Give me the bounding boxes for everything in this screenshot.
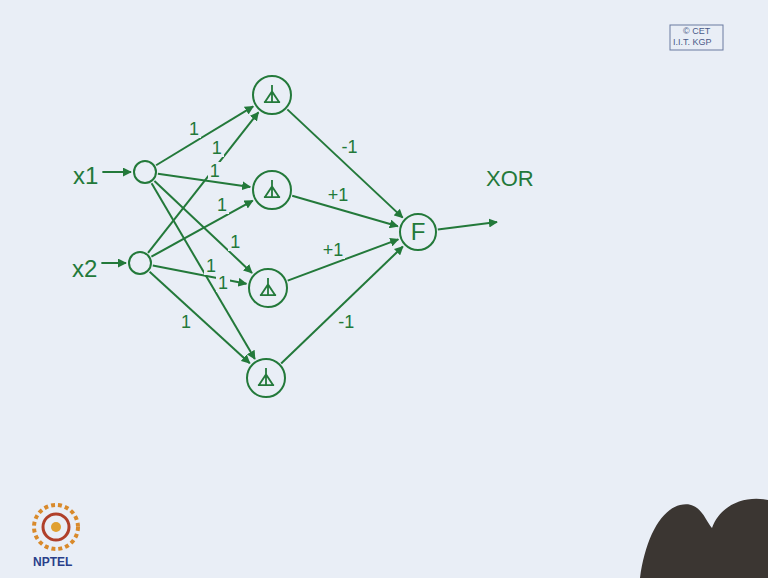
hand-shadow — [640, 499, 768, 578]
weight-connection — [153, 265, 247, 283]
activation-symbol — [254, 172, 290, 208]
output-arrow — [438, 222, 497, 229]
weight-label: 1 — [215, 196, 229, 214]
weight-label: +1 — [321, 241, 346, 259]
weight-connection — [148, 112, 258, 252]
node-label: F — [411, 220, 426, 244]
weight-label: -1 — [339, 138, 359, 156]
watermark: I.I.T. KGP — [673, 38, 712, 47]
neuron-circle — [246, 358, 286, 398]
neuron-circle — [248, 268, 288, 308]
weight-label: 1 — [204, 257, 218, 275]
output-label: XOR — [486, 168, 534, 190]
weight-connection — [281, 247, 403, 364]
activation-symbol — [250, 270, 286, 306]
neuron-circle — [252, 170, 292, 210]
input-arrow — [101, 262, 126, 264]
watermark-frame — [670, 25, 723, 50]
weight-label: 1 — [228, 233, 242, 251]
input-neuron: x2 — [128, 251, 152, 275]
weight-label: -1 — [336, 313, 356, 331]
nptel-logo — [34, 505, 78, 549]
weight-connection — [156, 106, 253, 165]
weight-label: 1 — [208, 162, 222, 180]
weight-connection — [288, 239, 399, 280]
weight-connection — [151, 201, 252, 257]
weight-label: 1 — [179, 313, 193, 331]
weight-connection — [287, 109, 402, 217]
neuron-circle — [252, 75, 292, 115]
input-neuron: x1 — [133, 160, 157, 184]
weight-connection — [152, 183, 255, 359]
weight-label: 1 — [187, 120, 201, 138]
input-label: x2 — [72, 257, 97, 281]
weight-connection — [150, 272, 250, 363]
input-label: x1 — [73, 164, 98, 188]
logo-text: NPTEL — [33, 556, 72, 568]
watermark: © CET — [683, 27, 710, 36]
activation-symbol — [254, 77, 290, 113]
weight-label: +1 — [326, 186, 351, 204]
activation-symbol — [248, 360, 284, 396]
input-arrow — [102, 171, 131, 173]
output-neuron: F — [399, 213, 437, 251]
weight-label: 1 — [210, 139, 224, 157]
weight-label: 1 — [216, 274, 230, 292]
